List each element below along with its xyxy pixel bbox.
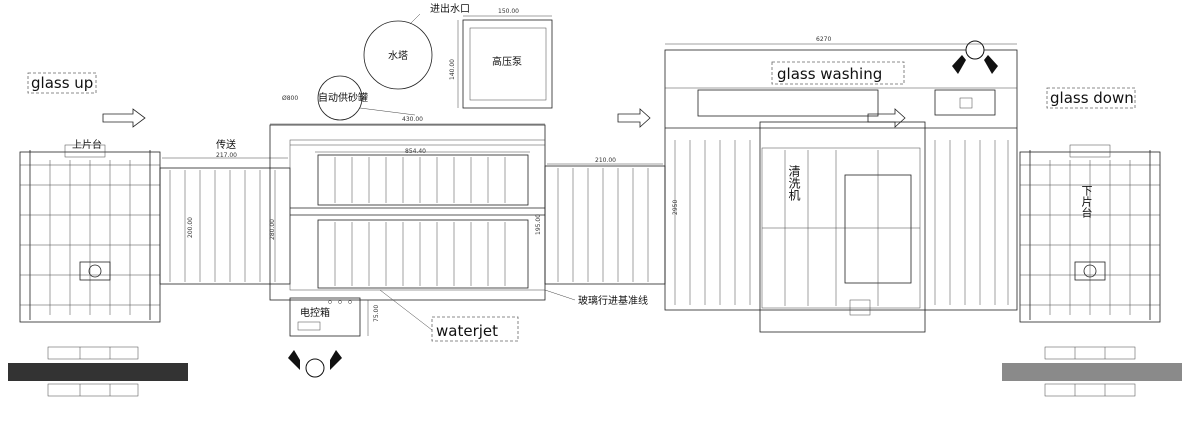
waterjet-label: waterjet [436,322,498,340]
inlet-outlet-label: 进出水口 [430,2,470,15]
dim-210: 210.00 [595,157,616,164]
right-glass-bar [1002,346,1182,397]
conveyor-label: 传送 [216,138,236,151]
conveyor-2 [544,163,666,285]
operator-top-icon [952,40,998,74]
glass-baseline-label: 玻璃行进基准线 [578,294,648,307]
dim-140: 140.00 [449,59,456,80]
dim-200: 200.00 [187,217,194,238]
loading-table-label: 上片台 [72,138,102,151]
glass-down-label: glass down [1050,89,1134,107]
dim-75: 75.00 [373,305,380,322]
glass-washing-label: glass washing [777,65,882,83]
sand-tank: 自动供砂罐 Ø800 [282,75,416,121]
unloading-table [1019,144,1161,323]
operator-bottom-icon [288,350,342,378]
water-tower: 水塔 进出水口 [363,2,470,90]
dim-800: Ø800 [282,95,298,102]
loading-table [19,144,161,323]
dim-195: 195.00 [535,214,542,235]
washer-label-box: 清洗机 [787,165,801,201]
conveyor [159,157,291,285]
unloading-label-box: 下片台 [1080,185,1093,218]
water-tower-label: 水塔 [388,49,408,62]
dim-150: 150.00 [498,8,519,15]
sand-tank-label: 自动供砂罐 [318,91,368,104]
hp-pump: 高压泵 150.00 140.00 [449,8,553,109]
dim-854: 854.40 [405,148,426,155]
hp-pump-label: 高压泵 [492,55,522,68]
dimensions: 6270 430.00 854.40 217.00 210.00 200.00 … [187,36,1017,240]
control-box: 电控箱 75.00 [289,297,380,337]
control-box-label: 电控箱 [300,306,330,319]
washer-label: 清洗机 [787,165,801,201]
labels: glass up glass washing glass down waterj… [27,61,1136,342]
washer [664,49,1018,333]
dim-6270: 6270 [816,36,831,43]
left-glass-bar [8,346,188,397]
unloading-table-label: 下片台 [1080,185,1093,218]
dim-2950: 2950 [672,200,679,215]
dim-280: 280.00 [269,219,276,240]
flow-arrows [102,108,906,128]
glass-up-label: glass up [31,74,93,92]
dim-217: 217.00 [216,152,237,159]
dim-430: 430.00 [402,116,423,123]
